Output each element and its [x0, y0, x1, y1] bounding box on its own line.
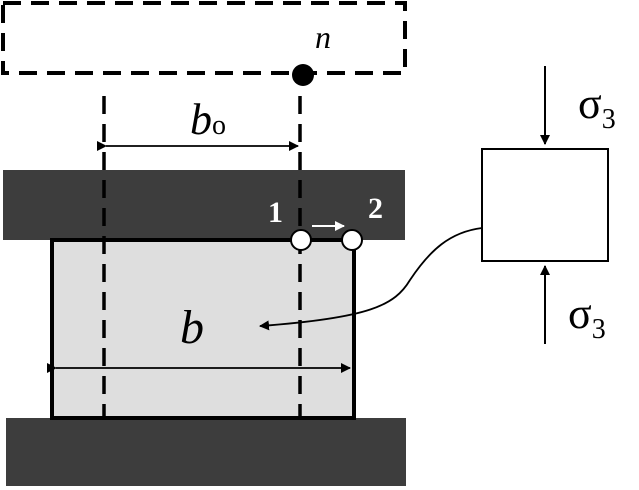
- point-1: [290, 229, 312, 251]
- bottom-plate: [6, 418, 406, 486]
- label-b0: bo: [190, 95, 226, 144]
- sigma-bottom-sub: 3: [592, 314, 606, 345]
- label-point-1: 1: [268, 196, 283, 229]
- label-point-2: 2: [368, 192, 383, 225]
- sigma-top-main: σ: [578, 79, 602, 128]
- label-n: n: [315, 19, 331, 55]
- label-sigma-bottom: σ3: [568, 289, 606, 345]
- point-2: [341, 229, 363, 251]
- original-outline-dashed: [1, 1, 407, 75]
- b0-subscript: o: [212, 110, 226, 141]
- label-sigma-top: σ3: [578, 79, 616, 135]
- connector-curve: [259, 227, 483, 331]
- sigma-bottom-main: σ: [568, 289, 592, 338]
- point-n: [292, 64, 314, 86]
- b0-main: b: [190, 95, 212, 144]
- label-b: b: [180, 301, 204, 354]
- top-plate: [3, 170, 405, 240]
- stress-element-box: [481, 148, 609, 262]
- sigma-top-sub: 3: [602, 104, 616, 135]
